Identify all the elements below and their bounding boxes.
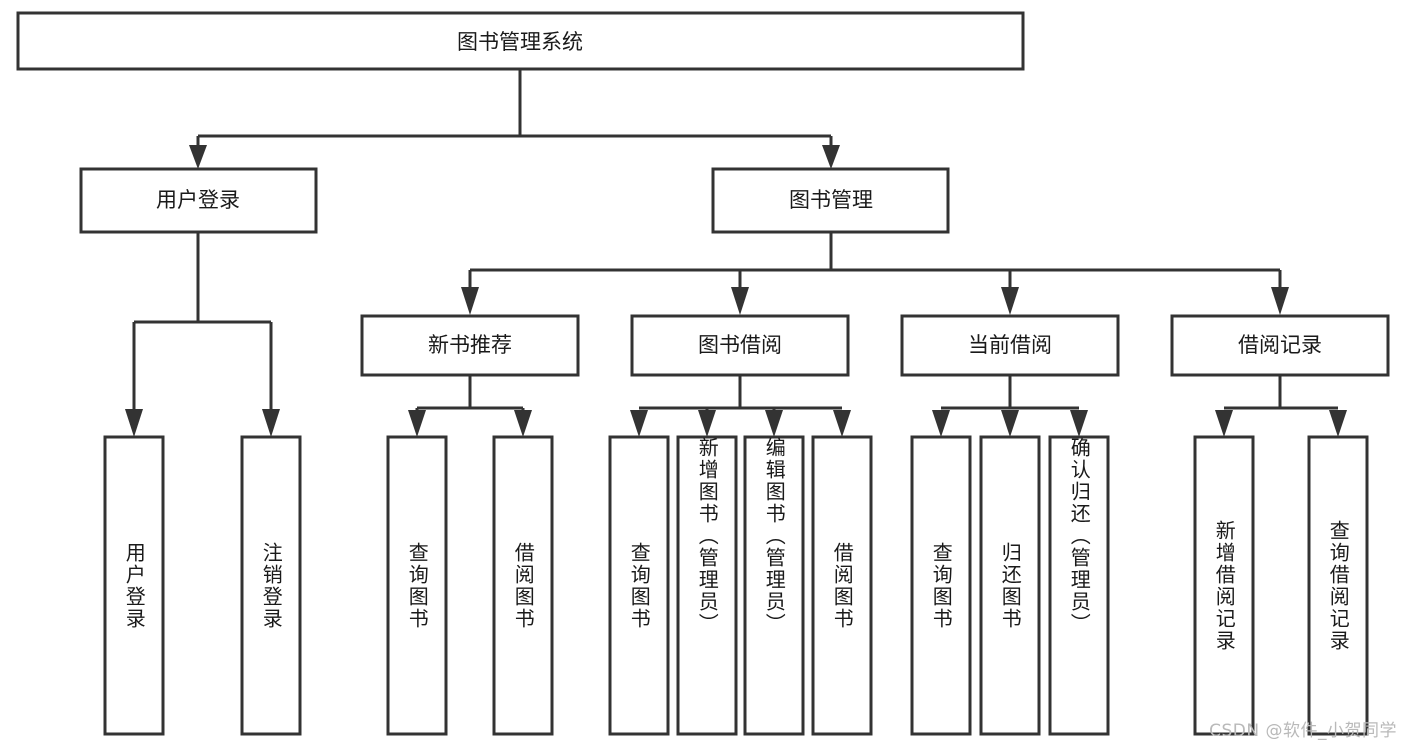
arrow-head-book-manage (822, 145, 840, 169)
node-current-borrow[interactable]: 当前借阅 (900, 314, 1120, 377)
leaf-return-book-box[interactable] (979, 435, 1041, 736)
node-book-manage-box[interactable] (711, 167, 950, 234)
leaf-add-record-box[interactable] (1193, 435, 1255, 736)
node-book-manage-label: 图书管理 (789, 188, 873, 212)
leaf-borrow-book-1-box[interactable] (492, 435, 554, 736)
arrow-head-leaf-return-book (1001, 410, 1019, 437)
arrow-head-borrow-record (1271, 287, 1289, 315)
connector-group-current-borrow (932, 375, 1088, 437)
node-book-borrow-box[interactable] (630, 314, 850, 377)
node-root[interactable]: 图书管理系统 (16, 11, 1025, 71)
leaf-boxes (103, 435, 1369, 736)
node-user-login[interactable]: 用户登录 (79, 167, 318, 234)
csdn-watermark: CSDN @软件_小贺同学 (1209, 721, 1397, 741)
node-user-login-label: 用户登录 (156, 188, 240, 212)
connector-group-new-book-recommend (408, 375, 532, 437)
arrow-head-current-borrow (1001, 287, 1019, 315)
arrow-head-leaf-edit-book (765, 410, 783, 437)
leaf-query-book-1-box[interactable] (386, 435, 448, 736)
node-current-borrow-label: 当前借阅 (968, 333, 1052, 357)
node-borrow-record-box[interactable] (1170, 314, 1390, 377)
node-current-borrow-box[interactable] (900, 314, 1120, 377)
connector-group-root (189, 69, 840, 169)
node-root-box[interactable] (16, 11, 1025, 71)
leaf-query-book-3-box[interactable] (910, 435, 972, 736)
connector-group-user-login (125, 232, 280, 437)
node-book-manage[interactable]: 图书管理 (711, 167, 950, 234)
arrow-head-leaf-confirm-return (1070, 410, 1088, 437)
node-book-borrow-label: 图书借阅 (698, 333, 782, 357)
arrow-head-leaf-query-book-3 (932, 410, 950, 437)
node-user-login-box[interactable] (79, 167, 318, 234)
leaf-edit-book-box[interactable] (743, 435, 805, 736)
node-book-borrow[interactable]: 图书借阅 (630, 314, 850, 377)
leaf-confirm-return-box[interactable] (1048, 435, 1110, 736)
arrow-head-leaf-query-book-1 (408, 410, 426, 437)
arrow-head-leaf-add-record (1215, 410, 1233, 437)
leaf-query-book-2-box[interactable] (608, 435, 670, 736)
arrow-head-leaf-query-book-2 (630, 410, 648, 437)
arrow-head-leaf-add-book (698, 410, 716, 437)
connector-group-book-borrow (630, 375, 851, 437)
node-borrow-record[interactable]: 借阅记录 (1170, 314, 1390, 377)
leaf-borrow-book-2-box[interactable] (811, 435, 873, 736)
arrow-head-leaf-query-record (1329, 410, 1347, 437)
node-new-book-recommend-box[interactable] (360, 314, 580, 377)
arrow-head-user-login (189, 145, 207, 169)
node-borrow-record-label: 借阅记录 (1238, 333, 1322, 357)
arrow-head-leaf-user-logout (262, 409, 280, 437)
leaf-user-login-box[interactable] (103, 435, 165, 736)
arrow-head-book-borrow (731, 287, 749, 315)
arrow-head-new-book-recommend (461, 287, 479, 315)
node-new-book-recommend[interactable]: 新书推荐 (360, 314, 580, 377)
node-root-label: 图书管理系统 (457, 30, 583, 54)
connector-group-borrow-record (1215, 375, 1347, 437)
arrow-head-leaf-borrow-book-2 (833, 410, 851, 437)
leaf-query-record-box[interactable] (1307, 435, 1369, 736)
connector-group-book-manage (461, 232, 1289, 315)
node-new-book-recommend-label: 新书推荐 (428, 333, 512, 357)
arrow-head-leaf-borrow-book-1 (514, 410, 532, 437)
leaf-add-book-box[interactable] (676, 435, 738, 736)
leaf-user-logout-box[interactable] (240, 435, 302, 736)
arrow-head-leaf-user-login (125, 409, 143, 437)
